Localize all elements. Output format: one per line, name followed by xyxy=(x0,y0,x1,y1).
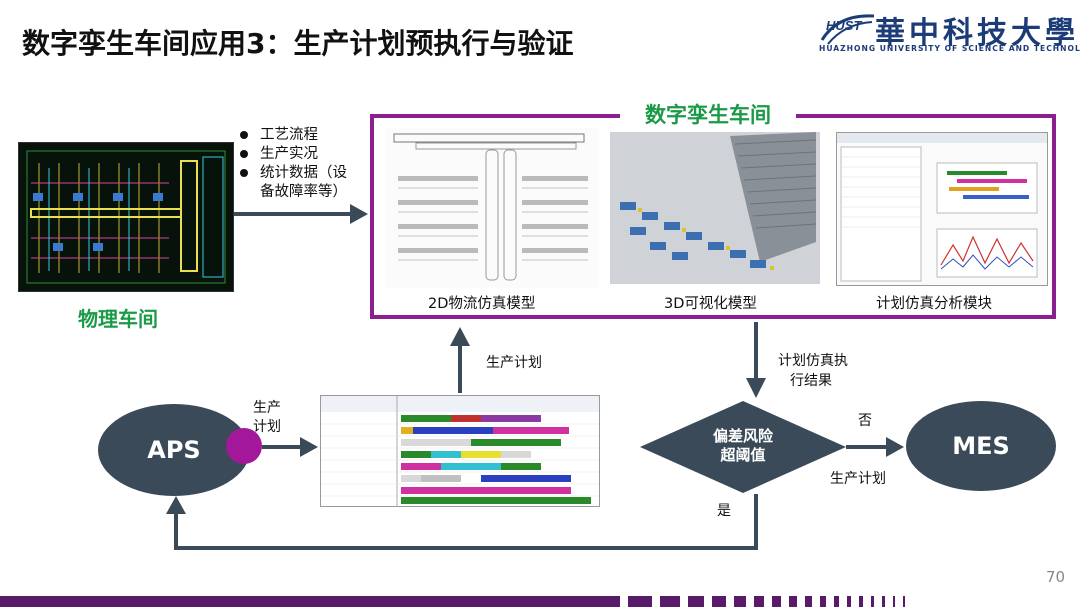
gantt-drawing xyxy=(321,396,599,506)
panel-2d-label: 2D物流仿真模型 xyxy=(428,296,536,312)
university-name: 華中科技大學 xyxy=(875,16,1079,51)
to-mes-label: 生产计划 xyxy=(830,471,886,487)
bullet-production-status: 生产实况 xyxy=(238,145,347,164)
2d-logistics-drawing xyxy=(393,133,588,281)
data-bullet-list: 工艺流程 生产实况 统计数据（设 备故障率等） xyxy=(238,126,347,202)
physical-workshop-label: 物理车间 xyxy=(78,307,158,331)
decision-diamond xyxy=(640,401,846,493)
workshop-layout-drawing xyxy=(26,150,226,284)
down-flow-label-2: 行结果 xyxy=(790,373,832,389)
bullet-statistics-cont: 备故障率等） xyxy=(260,184,347,200)
aps-out-label-1: 生产 xyxy=(253,400,281,416)
yes-label: 是 xyxy=(717,503,731,519)
no-label: 否 xyxy=(858,413,872,429)
page-number: 70 xyxy=(1046,568,1066,586)
page-title: 数字孪生车间应用3：生产计划预执行与验证 xyxy=(22,27,574,60)
digital-twin-title: 数字孪生车间 xyxy=(620,100,796,130)
hust-emblem-icon xyxy=(820,14,875,45)
mes-node: MES xyxy=(906,401,1056,491)
mes-label: MES xyxy=(952,432,1010,460)
decision-label: 偏差风险 超阈值 xyxy=(695,427,791,465)
aps-output-dot xyxy=(226,428,262,464)
panel-3d-visualization-image xyxy=(610,132,820,284)
down-flow-label-1: 计划仿真执 xyxy=(778,353,848,369)
university-logo: HUST xyxy=(818,6,1070,62)
bottom-decorative-bar xyxy=(0,596,905,607)
university-subtitle: HUAZHONG UNIVERSITY OF SCIENCE AND TECHN… xyxy=(819,44,1080,53)
up-flow-label: 生产计划 xyxy=(486,355,542,371)
physical-workshop-image xyxy=(18,142,234,292)
panel-analysis-image xyxy=(836,132,1048,286)
3d-model-drawing xyxy=(610,132,820,284)
aps-node: APS xyxy=(98,404,250,496)
production-plan-gantt-image xyxy=(320,395,600,507)
bullet-process-flow: 工艺流程 xyxy=(238,126,347,145)
panel-analysis-label: 计划仿真分析模块 xyxy=(876,296,992,312)
panel-2d-logistics-image xyxy=(386,128,598,288)
analysis-ui-drawing xyxy=(837,133,1047,282)
decision-line-1: 偏差风险 xyxy=(712,427,773,445)
bullet-statistics: 统计数据（设 xyxy=(238,164,347,183)
decision-line-2: 超阈值 xyxy=(720,446,766,464)
aps-label: APS xyxy=(147,436,201,464)
logo-mark-text: HUST xyxy=(826,18,862,33)
aps-out-label-2: 计划 xyxy=(253,419,281,435)
panel-3d-label: 3D可视化模型 xyxy=(664,296,757,312)
